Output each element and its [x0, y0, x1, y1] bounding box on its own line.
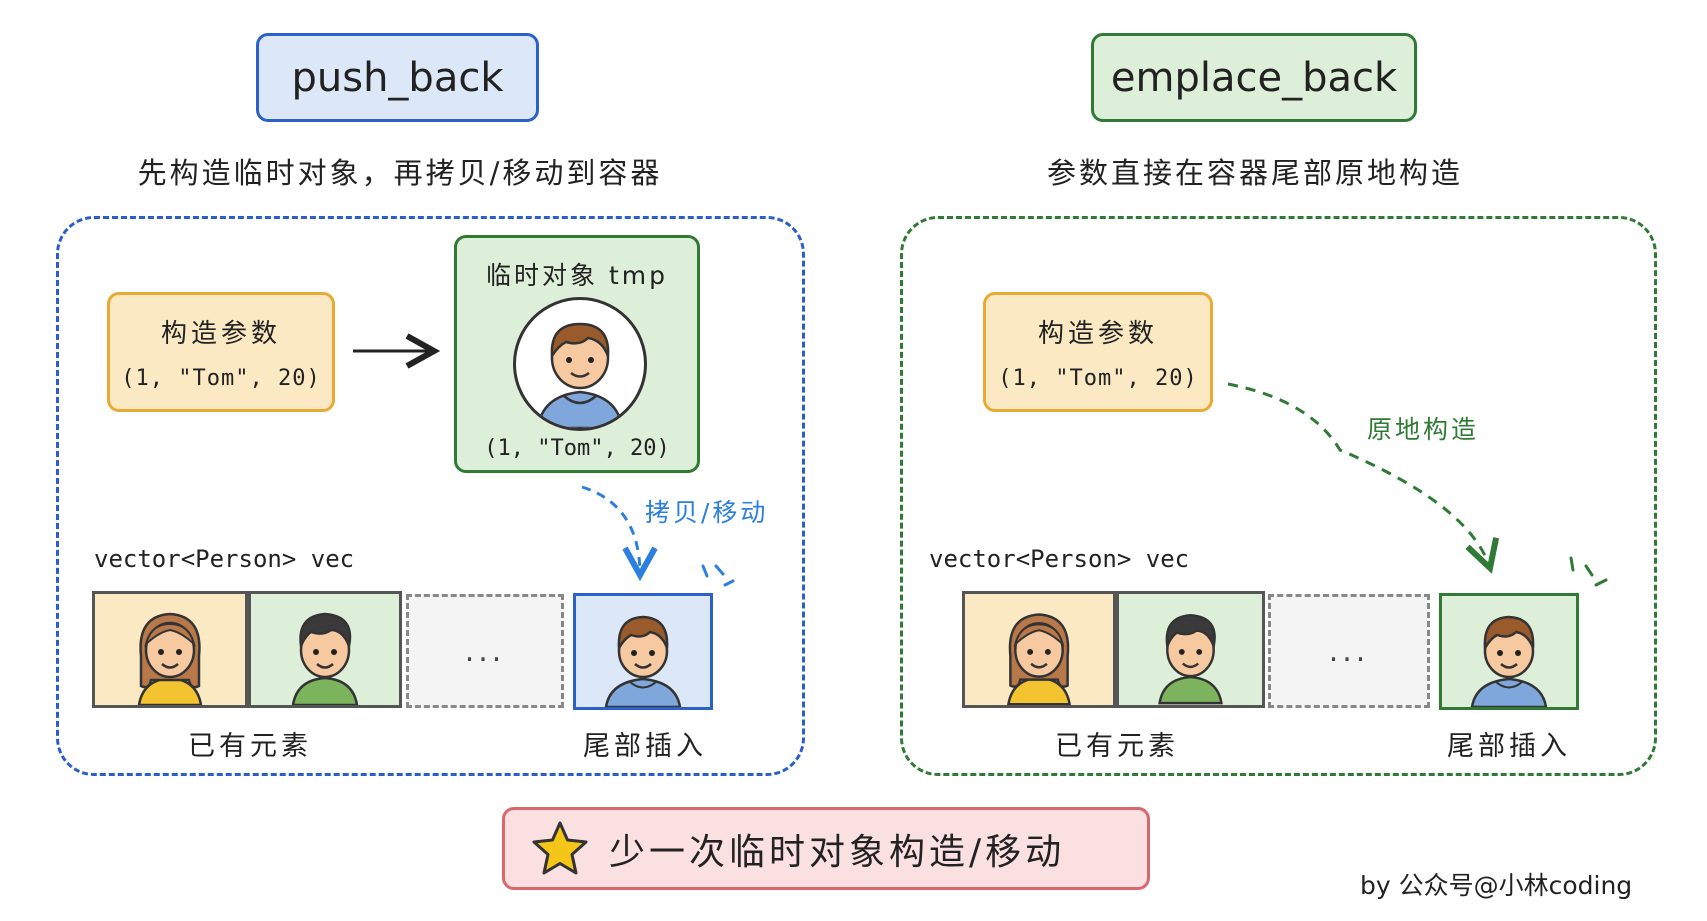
- push-back-subtitle: 先构造临时对象，再拷贝/移动到容器: [137, 156, 663, 190]
- vector-cell-ellipsis: ...: [406, 594, 564, 708]
- emplace-vector-cell-inserted: [1439, 593, 1579, 710]
- summary-banner: 少一次临时对象构造/移动: [502, 807, 1150, 890]
- emplace-param-box: 构造参数 (1, "Tom", 20): [983, 292, 1213, 412]
- copy-move-arrow: [581, 485, 640, 575]
- emplace-vector-cell-girl: [962, 591, 1116, 708]
- girl-avatar-icon: [137, 612, 203, 705]
- emplace-back-subtitle: 参数直接在容器尾部原地构造: [1046, 156, 1463, 190]
- summary-text: 少一次临时对象构造/移动: [609, 831, 1066, 873]
- in-place-construct-label: 原地构造: [1367, 415, 1480, 444]
- emplace-existing-caption: 已有元素: [1055, 731, 1179, 762]
- in-place-arrow: [1227, 382, 1490, 568]
- temp-person-avatar: [513, 297, 647, 431]
- vector-cell-boy-dark: [248, 591, 402, 708]
- temp-object-title: 临时对象 tmp: [486, 261, 668, 290]
- emplace-vector-cell-ellipsis: ...: [1268, 594, 1430, 708]
- temp-object-args: (1, "Tom", 20): [484, 436, 670, 461]
- emplace-vector-cell-boy-dark: [1116, 591, 1265, 708]
- push-back-title-text: push_back: [291, 54, 504, 101]
- vector-cell-inserted: [573, 593, 713, 710]
- emplace-back-title: emplace_back: [1091, 33, 1417, 122]
- emplace-insert-caption: 尾部插入: [1447, 731, 1571, 762]
- credit-text: by 公众号@小林coding: [1360, 871, 1633, 900]
- emplace-sparkle-icon: [1569, 556, 1608, 587]
- emplace-param-args: (1, "Tom", 20): [998, 366, 1198, 391]
- emplace-back-title-text: emplace_back: [1110, 54, 1398, 101]
- copy-move-label: 拷贝/移动: [645, 498, 769, 527]
- push-param-box: 构造参数 (1, "Tom", 20): [107, 292, 335, 412]
- push-existing-caption: 已有元素: [188, 731, 312, 762]
- emplace-vector-label: vector<Person> vec: [929, 545, 1190, 573]
- push-sparkle-icon: [701, 564, 735, 587]
- push-vector-label: vector<Person> vec: [94, 545, 355, 573]
- inserted-boy-avatar-icon: [604, 615, 682, 707]
- push-back-title: push_back: [256, 33, 539, 122]
- girl-avatar-icon: [1007, 613, 1071, 705]
- star-icon: [532, 821, 588, 874]
- temp-object-box: 临时对象 tmp (1, "Tom", 20): [454, 235, 700, 473]
- push-insert-caption: 尾部插入: [583, 731, 707, 762]
- inserted-boy-avatar-icon: [1470, 615, 1548, 707]
- emplace-param-title: 构造参数: [1037, 319, 1158, 349]
- boy-avatar-icon: [536, 322, 624, 428]
- boy-dark-avatar-icon: [1158, 613, 1223, 705]
- push-param-title: 构造参数: [160, 319, 281, 349]
- emplace-back-panel: [900, 216, 1657, 776]
- push-back-panel: [56, 216, 805, 776]
- boy-dark-avatar-icon: [291, 612, 359, 705]
- push-param-args: (1, "Tom", 20): [121, 366, 321, 391]
- vector-cell-girl: [92, 591, 248, 708]
